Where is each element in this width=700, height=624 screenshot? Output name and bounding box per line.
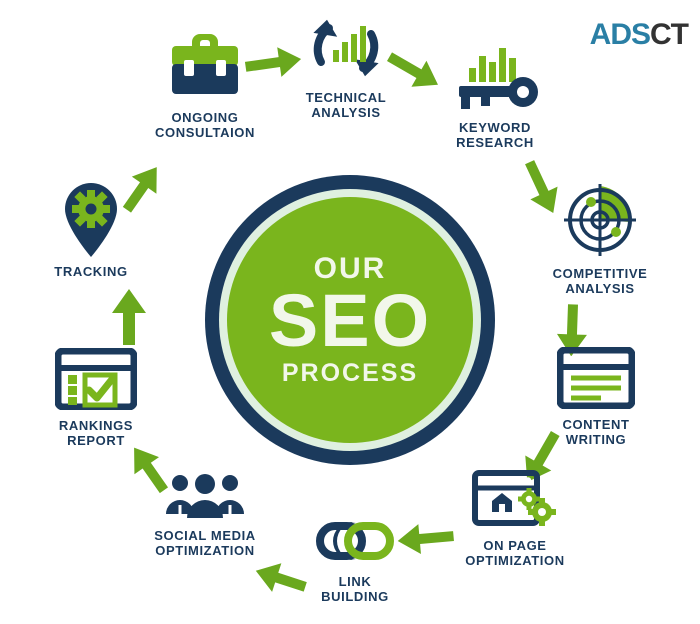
step-label-rankings-report: RANKINGS REPORT [59, 418, 133, 449]
label-line-2: WRITING [565, 432, 627, 448]
label-line-1: LINK [338, 574, 372, 589]
step-tracking[interactable]: TRACKING [32, 180, 150, 290]
label-line-2: ANALYSIS [565, 281, 635, 297]
label-line-1: COMPETITIVE [552, 266, 648, 281]
step-link-building[interactable]: LINK BUILDING [290, 518, 420, 618]
logo-text-ct: CT [650, 18, 689, 51]
step-rankings-report[interactable]: RANKINGS REPORT [28, 348, 164, 468]
arrow-tracking-to-consultation [122, 167, 157, 213]
label-line-2: CONSULTAION [155, 125, 255, 141]
flow-arrows [112, 47, 587, 592]
label-line-2: OPTIMIZATION [155, 543, 255, 559]
step-label-tracking: TRACKING [54, 264, 127, 279]
arrow-social-to-rankings [134, 447, 169, 494]
center-line-our: OUR [313, 252, 387, 286]
step-social-media-optimization[interactable]: SOCIAL MEDIA OPTIMIZATION [130, 472, 280, 582]
arrow-onpage-to-linkbuilding [397, 524, 454, 554]
arrow-competitive-to-content [556, 304, 587, 357]
step-label-content-writing: CONTENT WRITING [562, 417, 629, 448]
label-line-1: CONTENT [562, 417, 630, 432]
step-technical-analysis[interactable]: TECHNICAL ANALYSIS [281, 12, 411, 132]
key-barchart-icon [459, 48, 538, 109]
arrow-rankings-to-tracking [112, 289, 146, 345]
label-line-1: SOCIAL MEDIA [154, 528, 256, 543]
adsct-logo: ADSCT [589, 18, 689, 51]
arrow-technical-to-keyword [387, 52, 438, 87]
arrow-consultation-to-technical [244, 47, 302, 77]
step-competitive-analysis[interactable]: COMPETITIVE ANALYSIS [527, 182, 673, 302]
step-label-competitive-analysis: COMPETITIVE ANALYSIS [553, 266, 648, 297]
step-label-ongoing-consultation: ONGOING CONSULTAION [155, 110, 255, 141]
label-line-2: BUILDING [321, 589, 389, 605]
arrow-linkbuilding-to-social [255, 563, 307, 592]
label-line-2: RESEARCH [456, 135, 534, 151]
logo-text-ads: ADS [589, 18, 651, 51]
label-line-2: ANALYSIS [311, 105, 381, 121]
label-line-1: KEYWORD [458, 120, 532, 135]
people-group-icon [166, 474, 244, 518]
refresh-barchart-icon [313, 19, 379, 77]
label-line-1: TECHNICAL [305, 90, 387, 105]
label-line-2: REPORT [67, 433, 125, 449]
step-label-social-media-optimization: SOCIAL MEDIA OPTIMIZATION [154, 528, 256, 559]
browser-home-gears-icon [472, 470, 556, 526]
label-line-1: TRACKING [54, 264, 128, 279]
label-line-1: RANKINGS [58, 418, 134, 433]
label-line-1: ON PAGE [483, 538, 547, 553]
radar-icon [564, 184, 636, 256]
center-line-seo: SEO [268, 279, 432, 363]
browser-checklist-icon [55, 348, 137, 410]
map-pin-gear-icon [65, 183, 117, 257]
step-content-writing[interactable]: CONTENT WRITING [531, 347, 661, 467]
center-core [227, 197, 473, 443]
step-ongoing-consultation[interactable]: ONGOING CONSULTAION [140, 30, 270, 160]
step-label-technical-analysis: TECHNICAL ANALYSIS [306, 90, 387, 121]
arrow-content-to-onpage [525, 431, 560, 482]
step-keyword-research[interactable]: KEYWORD RESEARCH [425, 42, 565, 162]
center-label-group: OUR SEO PROCESS [227, 197, 473, 443]
browser-text-icon [557, 347, 635, 409]
chain-links-icon [316, 522, 394, 560]
step-label-link-building: LINK BUILDING [321, 574, 389, 605]
briefcase-icon [172, 34, 238, 94]
label-line-1: ONGOING [171, 110, 239, 125]
label-line-2: OPTIMIZATION [465, 553, 565, 569]
arrow-keyword-to-competitive [525, 160, 558, 213]
center-line-process: PROCESS [281, 358, 419, 387]
step-label-keyword-research: KEYWORD RESEARCH [456, 120, 534, 151]
step-on-page-optimization[interactable]: ON PAGE OPTIMIZATION [440, 470, 590, 590]
step-label-on-page-optimization: ON PAGE OPTIMIZATION [465, 538, 564, 569]
